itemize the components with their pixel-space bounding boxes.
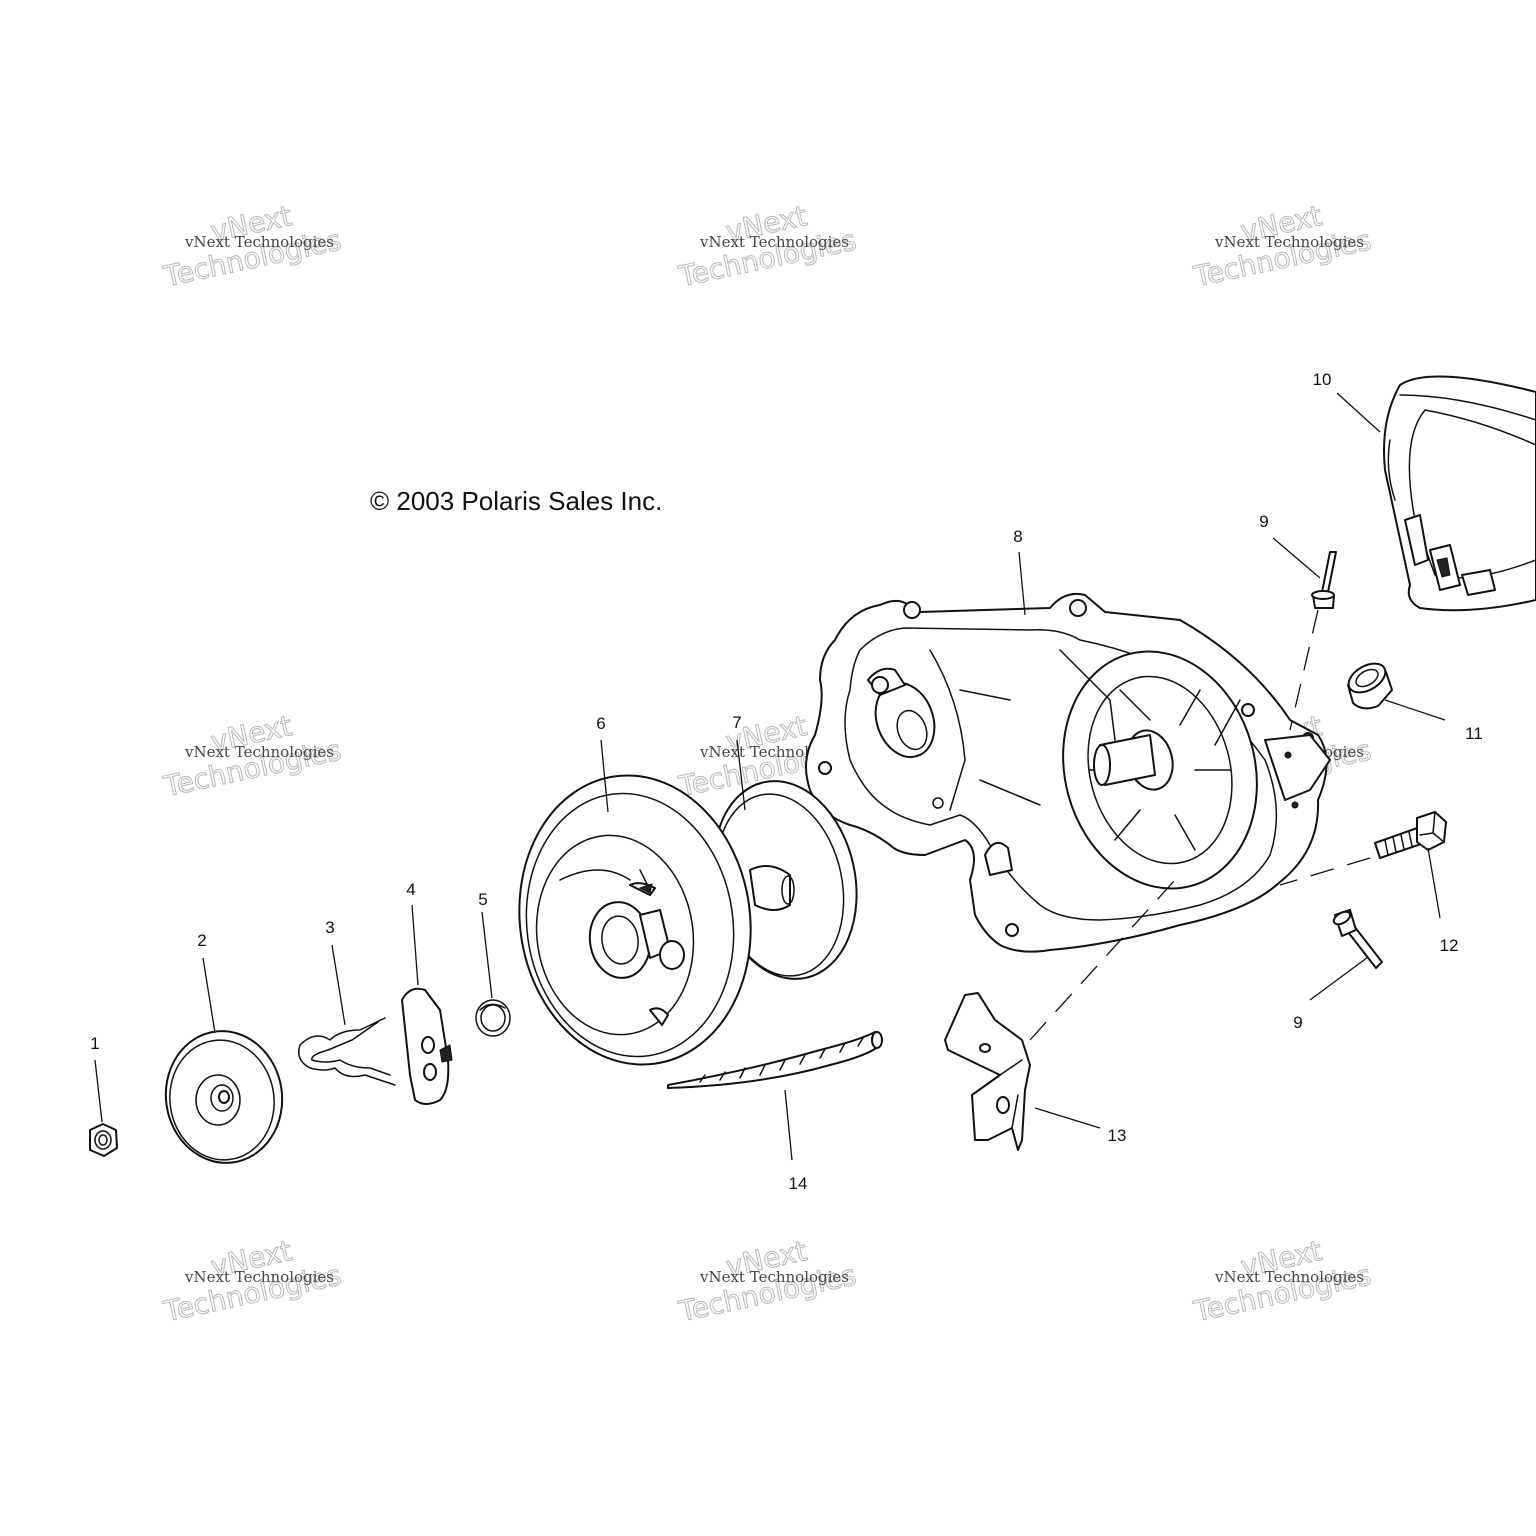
alignment-lines	[1029, 609, 1371, 1041]
callout-12: 12	[1440, 936, 1459, 955]
callout-10: 10	[1313, 370, 1332, 389]
part-clip	[298, 1017, 396, 1086]
part-rope	[667, 1031, 883, 1089]
part-pawl	[401, 987, 453, 1105]
callout-11: 11	[1465, 724, 1483, 743]
svg-text:vNext Technologies: vNext Technologies	[184, 743, 334, 761]
watermark: vNext Technologies vNext Technologies	[160, 199, 345, 294]
watermark: vNext Technologies vNext Technologies	[675, 199, 860, 294]
part-bolt	[1374, 811, 1447, 859]
part-spring-small	[475, 999, 511, 1037]
watermark: vNext Technologies vNext Technologies	[160, 1234, 345, 1329]
callout-9-lower: 9	[1293, 1013, 1302, 1032]
callout-5: 5	[478, 890, 487, 909]
svg-text:vNext Technologies: vNext Technologies	[1214, 233, 1364, 251]
svg-text:vNext Technologies: vNext Technologies	[184, 1268, 334, 1286]
part-washer-plate	[164, 1030, 284, 1164]
callout-7: 7	[732, 713, 741, 732]
copyright-notice: © 2003 Polaris Sales Inc.	[370, 486, 662, 516]
part-pulley	[518, 774, 752, 1066]
svg-text:vNext Technologies: vNext Technologies	[184, 233, 334, 251]
svg-text:vNext Technologies: vNext Technologies	[1214, 1268, 1364, 1286]
callout-1: 1	[90, 1034, 99, 1053]
watermark: vNext Technologies vNext Technologies	[160, 709, 345, 804]
callout-2: 2	[197, 931, 206, 950]
callout-8: 8	[1013, 527, 1022, 546]
watermark: vNext Technologies vNext Technologies	[1190, 199, 1375, 294]
part-handle	[1383, 375, 1536, 612]
callout-4: 4	[406, 880, 415, 899]
callout-6: 6	[596, 714, 605, 733]
svg-text:vNext Technologies: vNext Technologies	[699, 233, 849, 251]
part-housing	[805, 592, 1331, 953]
callout-3: 3	[325, 918, 334, 937]
part-pin-lower	[1332, 909, 1383, 969]
callout-14: 14	[789, 1174, 808, 1193]
watermark: vNext Technologies vNext Technologies	[1190, 1234, 1375, 1329]
watermark: vNext Technologies vNext Technologies	[675, 1234, 860, 1329]
callout-numbers: 1 2 3 4 5 6 7 8 9 10 11 12 9 13 14	[90, 370, 1483, 1193]
callout-13: 13	[1108, 1126, 1127, 1145]
part-pin-upper	[1311, 551, 1337, 609]
part-bracket	[944, 992, 1031, 1151]
leader-lines	[94, 392, 1446, 1161]
callout-9-upper: 9	[1259, 512, 1268, 531]
svg-text:vNext Technologies: vNext Technologies	[699, 1268, 849, 1286]
part-bushing	[1347, 662, 1393, 710]
part-nut	[89, 1123, 118, 1157]
